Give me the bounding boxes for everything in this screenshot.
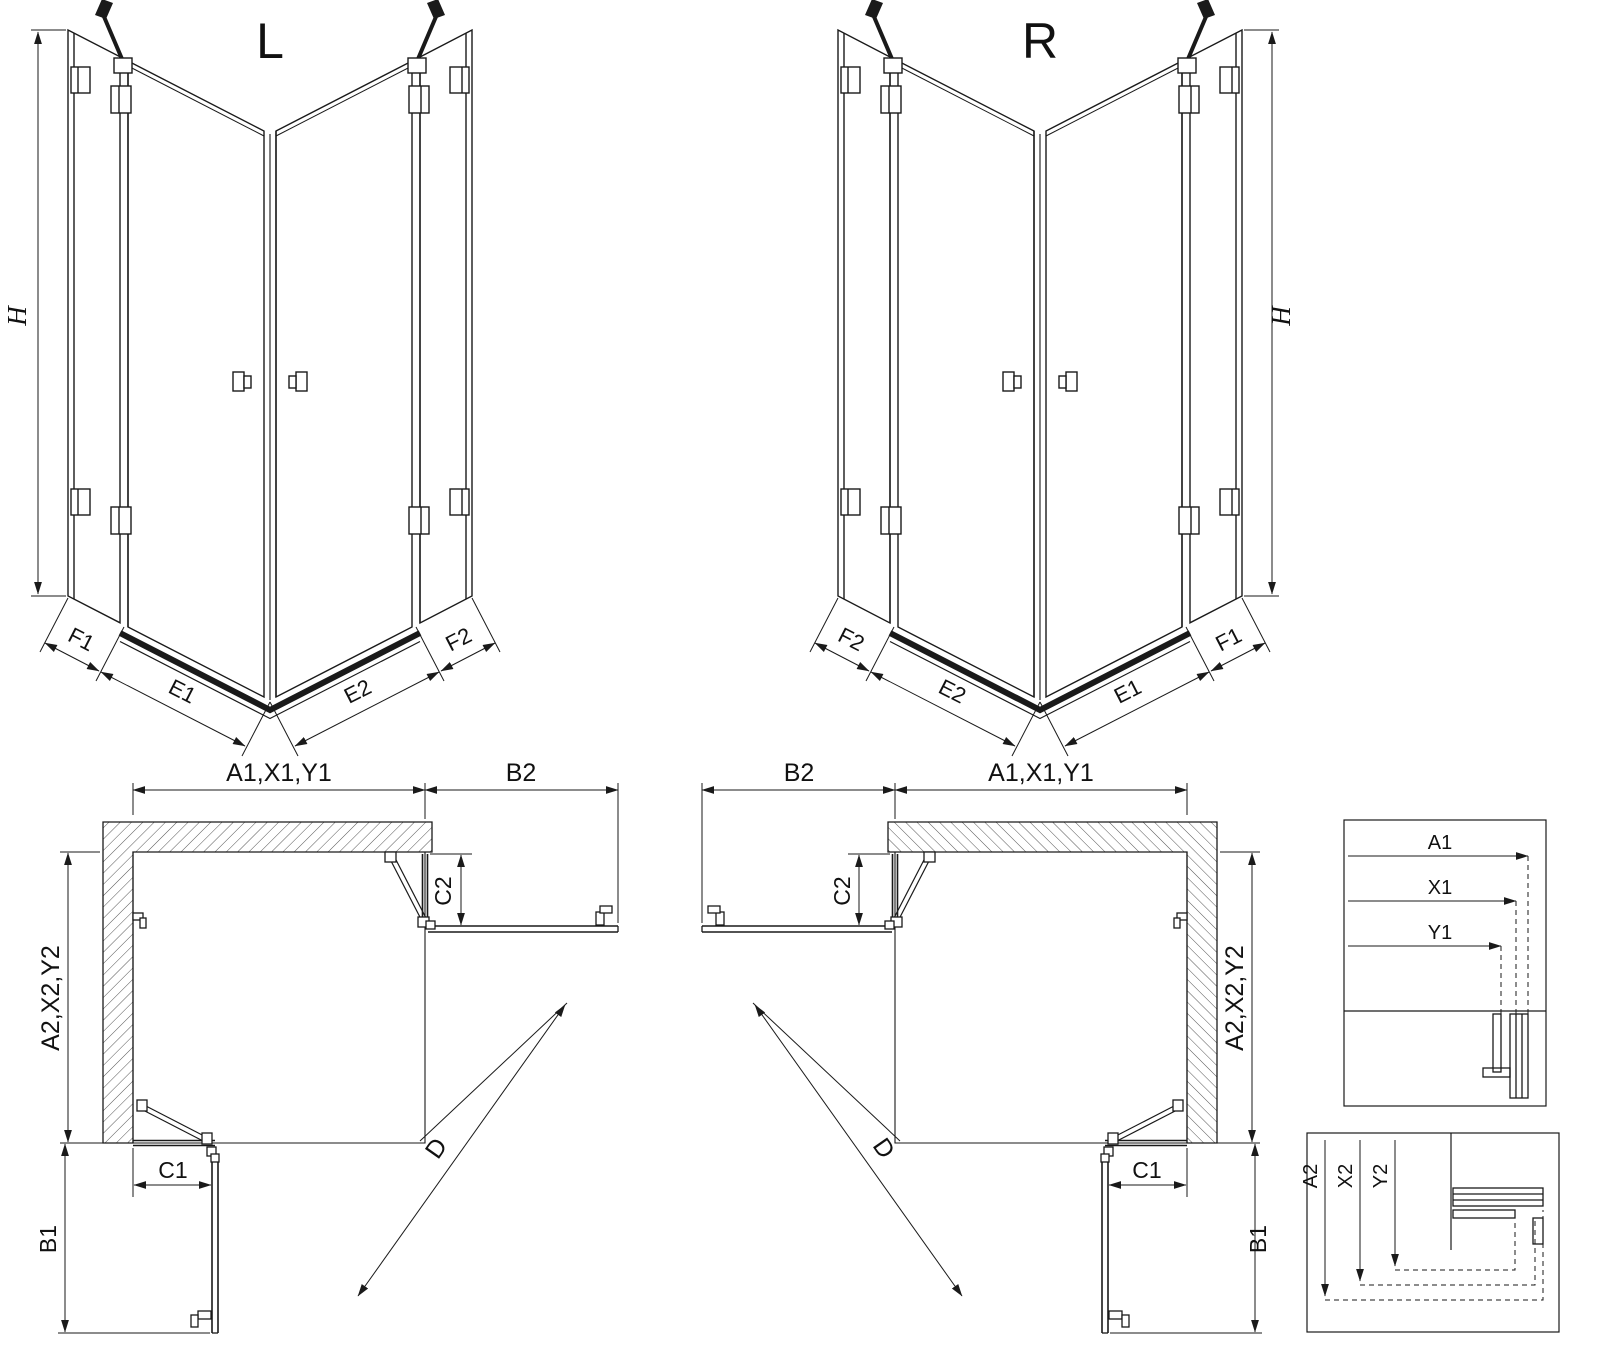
dim-label-f1: F1	[64, 622, 98, 656]
dim-label-c1: C1	[158, 1157, 187, 1183]
dim-label-depth: A2,X2,Y2	[37, 945, 65, 1051]
dimension-arrows	[1348, 852, 1529, 1090]
detail-label-a2: A2	[1300, 1164, 1322, 1188]
dim-label-b1: B1	[1245, 1225, 1271, 1253]
cabin-drawing	[31, 0, 500, 756]
perspective-view-right: R H F2 E2 E1 F1	[770, 0, 1296, 770]
dim-label-height: H	[1266, 305, 1296, 327]
plan-view-right: B2 A1,X1,Y1 C2 A2,X2,Y2 C1 B1 D	[680, 759, 1271, 1371]
plan-drawing-mirrored	[702, 783, 1262, 1333]
detail-frame	[1343, 819, 1547, 1107]
dim-label-f1: F1	[1211, 622, 1245, 656]
plan-drawing	[58, 783, 618, 1333]
dim-label-c2: C2	[430, 876, 456, 905]
dim-label-depth: A2,X2,Y2	[1221, 945, 1249, 1051]
dim-label-f2: F2	[441, 622, 475, 656]
plan-view-left: A1,X1,Y1 B2 C2 A2,X2,Y2 C1 B1 D	[35, 759, 640, 1371]
dimension-arrows	[1321, 1140, 1544, 1301]
dim-label-b1: B1	[35, 1225, 61, 1253]
dim-label-width: A1,X1,Y1	[988, 759, 1094, 787]
dim-label-f2: F2	[834, 622, 868, 656]
view-title-right: R	[1022, 13, 1058, 69]
profile-section	[1452, 1187, 1544, 1245]
detail-label-x2: X2	[1335, 1164, 1357, 1188]
dim-label-c1: C1	[1132, 1157, 1161, 1183]
view-title-left: L	[256, 13, 284, 69]
dim-label-height: H	[2, 305, 32, 327]
cabin-drawing-mirrored	[810, 0, 1279, 756]
detail-label-a1: A1	[1428, 832, 1452, 854]
dim-label-width: A1,X1,Y1	[226, 759, 332, 787]
profile-section	[1482, 1013, 1529, 1099]
detail-label-y2: Y2	[1370, 1164, 1392, 1188]
dim-label-b2: B2	[784, 759, 815, 787]
detail-box-width: A1 X1 Y1	[1343, 819, 1547, 1107]
detail-frame	[1306, 1132, 1560, 1333]
detail-box-depth: A2 X2 Y2	[1300, 1132, 1560, 1333]
perspective-view-left: L H F1 E1 E2 F2	[2, 0, 540, 770]
dim-label-c2: C2	[829, 876, 855, 905]
detail-label-y1: Y1	[1428, 922, 1452, 944]
detail-label-x1: X1	[1428, 877, 1452, 899]
dim-label-b2: B2	[506, 759, 537, 787]
